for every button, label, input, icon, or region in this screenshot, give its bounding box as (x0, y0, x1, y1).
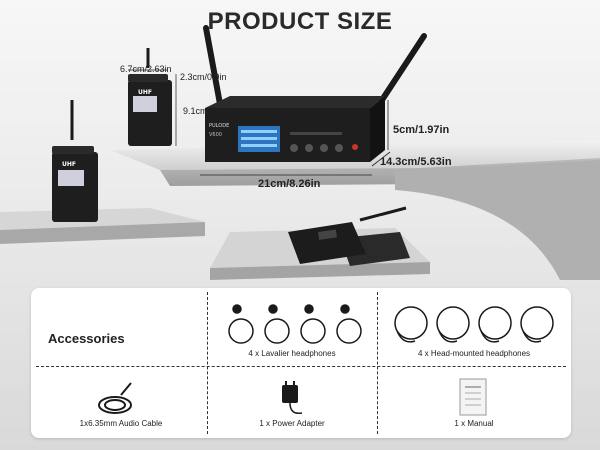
bodypacks-lying (288, 206, 410, 266)
pack-width-label: 6.7cm/2.63in (120, 64, 172, 74)
right-antenna (379, 33, 427, 103)
knob-4 (335, 144, 343, 152)
receiver-model: V600 (209, 132, 222, 138)
shelf-background (0, 140, 600, 280)
left-shelf-front (0, 222, 205, 244)
page-title: PRODUCT SIZE (207, 8, 393, 35)
pack-brand-left: UHF (62, 161, 76, 168)
bodypack-upper: UHF (128, 48, 177, 146)
knob-2 (305, 144, 313, 152)
left-shelf-top (0, 208, 205, 230)
receiver-front (205, 108, 370, 162)
power-adapter-icon (282, 381, 303, 415)
manual-icon (459, 378, 487, 416)
accessory-headset: 4 x Head-mounted headphones (378, 292, 570, 364)
receiver-width-label: 21cm/8.26in (258, 178, 321, 190)
headset-mic-icon (394, 306, 554, 343)
power-button (352, 144, 358, 150)
pack-depth-label: 2.3cm/0.9in (180, 72, 227, 82)
accessory-adapter: 1 x Power Adapter (208, 368, 376, 434)
divider-v2 (377, 292, 378, 434)
manual-caption: 1 x Manual (454, 419, 494, 428)
receiver-height-label: 5cm/1.97in (393, 124, 450, 136)
receiver-unit: PULODE V600 (200, 25, 427, 176)
pack-brand-upper: UHF (138, 89, 152, 96)
pack-height-label: 9.1cm/3.58in (183, 106, 235, 116)
receiver-top (205, 96, 385, 108)
right-pillar (395, 160, 600, 280)
divider-h1 (36, 366, 566, 367)
left-antenna (203, 25, 223, 107)
knob-1 (290, 144, 298, 152)
audio-cable-icon (98, 382, 132, 414)
accessories-heading: Accessories (48, 331, 125, 346)
cable-caption: 1x6.35mm Audio Cable (79, 419, 163, 428)
headset-caption: 4 x Head-mounted headphones (417, 349, 531, 358)
lavalier-caption: 4 x Lavalier headphones (248, 349, 336, 358)
lavalier-mic-icon (228, 304, 362, 344)
receiver-depth-label: 14.3cm/5.63in (380, 156, 452, 168)
adapter-caption: 1 x Power Adapter (259, 419, 325, 428)
accessory-manual: 1 x Manual (378, 368, 570, 434)
accessory-cable: 1x6.35mm Audio Cable (36, 368, 206, 434)
bodypack-left: UHF (52, 100, 98, 222)
receiver-brand: PULODE (209, 123, 229, 129)
lower-shelf-front (210, 262, 430, 280)
knob-3 (320, 144, 328, 152)
receiver-side (370, 96, 385, 162)
accessory-lavalier: 4 x Lavalier headphones (208, 292, 376, 364)
divider-v1 (207, 292, 208, 434)
